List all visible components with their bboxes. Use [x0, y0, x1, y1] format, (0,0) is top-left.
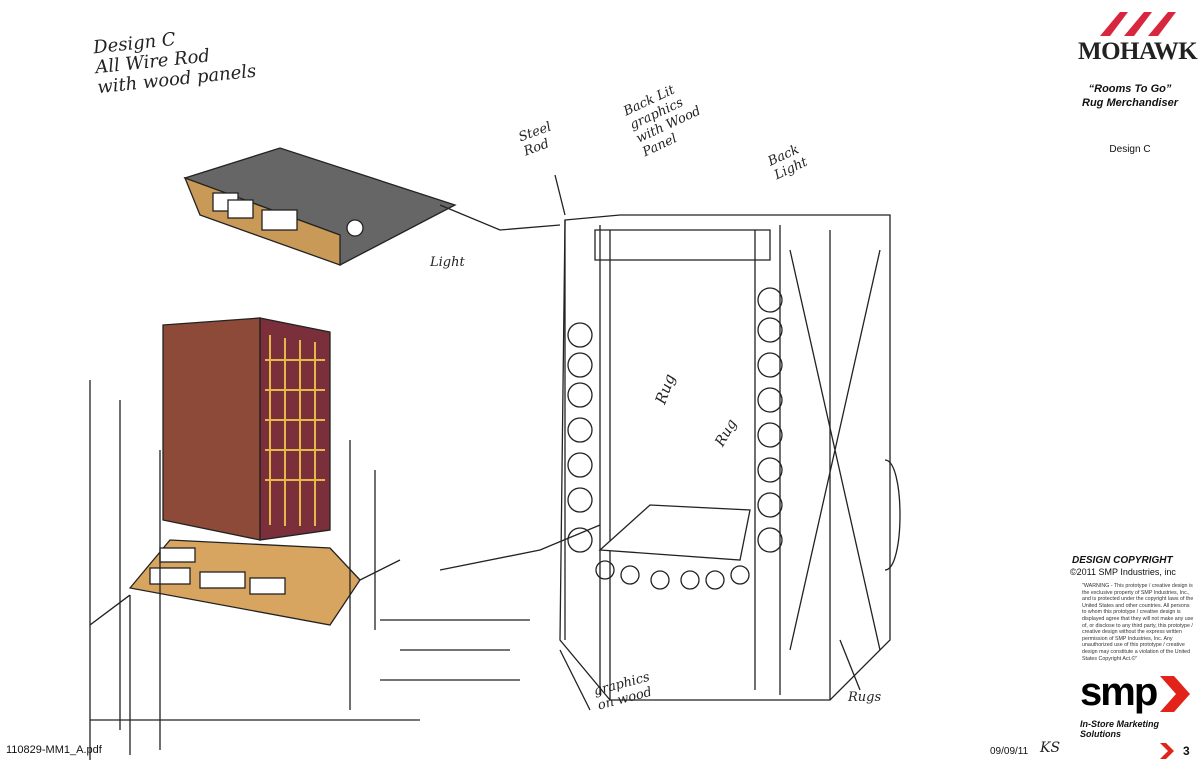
- left-display-sketch: [89, 317, 530, 760]
- copyright-line: ©2011 SMP Industries, inc: [1070, 567, 1176, 577]
- note-rugs: Rugs: [848, 690, 882, 705]
- mohawk-wordmark: MOHAWK: [1078, 38, 1198, 65]
- rug-rolls-right: [757, 287, 783, 553]
- footer-initials: KS: [1040, 740, 1061, 756]
- footer-filename: 110829-MM1_A.pdf: [6, 744, 102, 756]
- page-number: 3: [1183, 744, 1190, 758]
- rug-rolls-left: [567, 322, 593, 553]
- main-display-sketch: [559, 214, 901, 701]
- smp-chevron-icon: [1160, 676, 1190, 712]
- project-name: “Rooms To Go”: [1088, 83, 1172, 95]
- design-label: Design C: [1109, 144, 1151, 155]
- top-display-sketch: [183, 147, 457, 266]
- project-subtitle: Rug Merchandiser: [1082, 97, 1178, 109]
- smp-tagline: In-Store Marketing Solutions: [1080, 719, 1160, 739]
- rug-rolls-bottom: [595, 560, 750, 590]
- mohawk-logo-icon: [1100, 12, 1176, 36]
- footer-date: 09/09/11: [990, 746, 1029, 757]
- copyright-title: DESIGN COPYRIGHT: [1072, 555, 1173, 566]
- smp-logo: smp: [1080, 670, 1158, 714]
- copyright-warning: "WARNING - This prototype / creative des…: [1082, 583, 1194, 662]
- project-title: “Rooms To Go” Rug Merchandiser: [1060, 82, 1200, 110]
- page-chevron-icon: [1160, 743, 1174, 759]
- note-light: Light: [430, 255, 465, 270]
